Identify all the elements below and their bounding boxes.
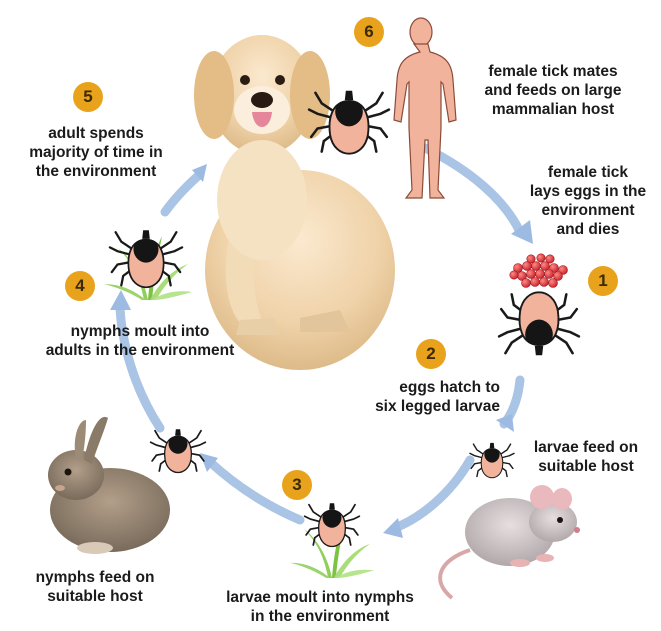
arrowhead-2 xyxy=(496,414,514,432)
step-3-label: larvae moult into nymphs in the environm… xyxy=(200,588,440,626)
step-1-line: environment xyxy=(518,201,658,220)
step-4-line: adults in the environment xyxy=(20,341,260,360)
step-1-line: and dies xyxy=(518,220,658,239)
step-badge-3: 3 xyxy=(282,470,312,500)
step-2-label: eggs hatch to six legged larvae xyxy=(320,378,500,416)
arrow-5-to-6 xyxy=(165,176,198,212)
larvae-feed-label: larvae feed on suitable host xyxy=(516,438,656,476)
step-badge-5: 5 xyxy=(73,82,103,112)
step-6-line: mammalian host xyxy=(453,100,653,119)
tick-eggs-image xyxy=(510,254,568,288)
step-4-line: nymphs moult into xyxy=(20,322,260,341)
step-5-label: adult spends majority of time in the env… xyxy=(6,124,186,181)
nymphs-feed-label: nymphs feed on suitable host xyxy=(20,568,170,606)
step-1-label: female tick lays eggs in the environment… xyxy=(518,163,658,239)
human-silhouette-image xyxy=(394,18,456,198)
tick-adult-on-grass xyxy=(104,230,192,300)
step-6-label: female tick mates and feeds on large mam… xyxy=(453,62,653,119)
nymphs-feed-line: nymphs feed on xyxy=(20,568,170,587)
larvae-feed-line: suitable host xyxy=(516,457,656,476)
step-3-line: in the environment xyxy=(200,607,440,626)
step-badge-1: 1 xyxy=(588,266,618,296)
step-5-line: majority of time in xyxy=(6,143,186,162)
step-badge-4: 4 xyxy=(65,271,95,301)
step-5-line: adult spends xyxy=(6,124,186,143)
dog-image xyxy=(194,35,395,370)
tick-moulting-larva-grass xyxy=(290,503,374,578)
larvae-feed-line: larvae feed on xyxy=(516,438,656,457)
tick-nymph xyxy=(151,429,206,472)
nymphs-feed-line: suitable host xyxy=(20,587,170,606)
step-5-line: the environment xyxy=(6,162,186,181)
step-3-line: larvae moult into nymphs xyxy=(200,588,440,607)
tick-female-dying xyxy=(499,292,579,355)
step-badge-6: 6 xyxy=(354,17,384,47)
step-2-line: eggs hatch to xyxy=(320,378,500,397)
rabbit-image xyxy=(48,417,170,554)
arrow-2-to-3 xyxy=(395,460,470,528)
step-4-label: nymphs moult into adults in the environm… xyxy=(20,322,260,360)
step-1-line: lays eggs in the xyxy=(518,182,658,201)
step-6-line: female tick mates xyxy=(453,62,653,81)
tick-larva xyxy=(470,443,514,478)
arrowhead-5 xyxy=(110,290,131,310)
step-2-line: six legged larvae xyxy=(320,397,500,416)
mouse-image xyxy=(440,485,580,598)
step-6-line: and feeds on large xyxy=(453,81,653,100)
step-1-line: female tick xyxy=(518,163,658,182)
step-badge-2: 2 xyxy=(416,339,446,369)
